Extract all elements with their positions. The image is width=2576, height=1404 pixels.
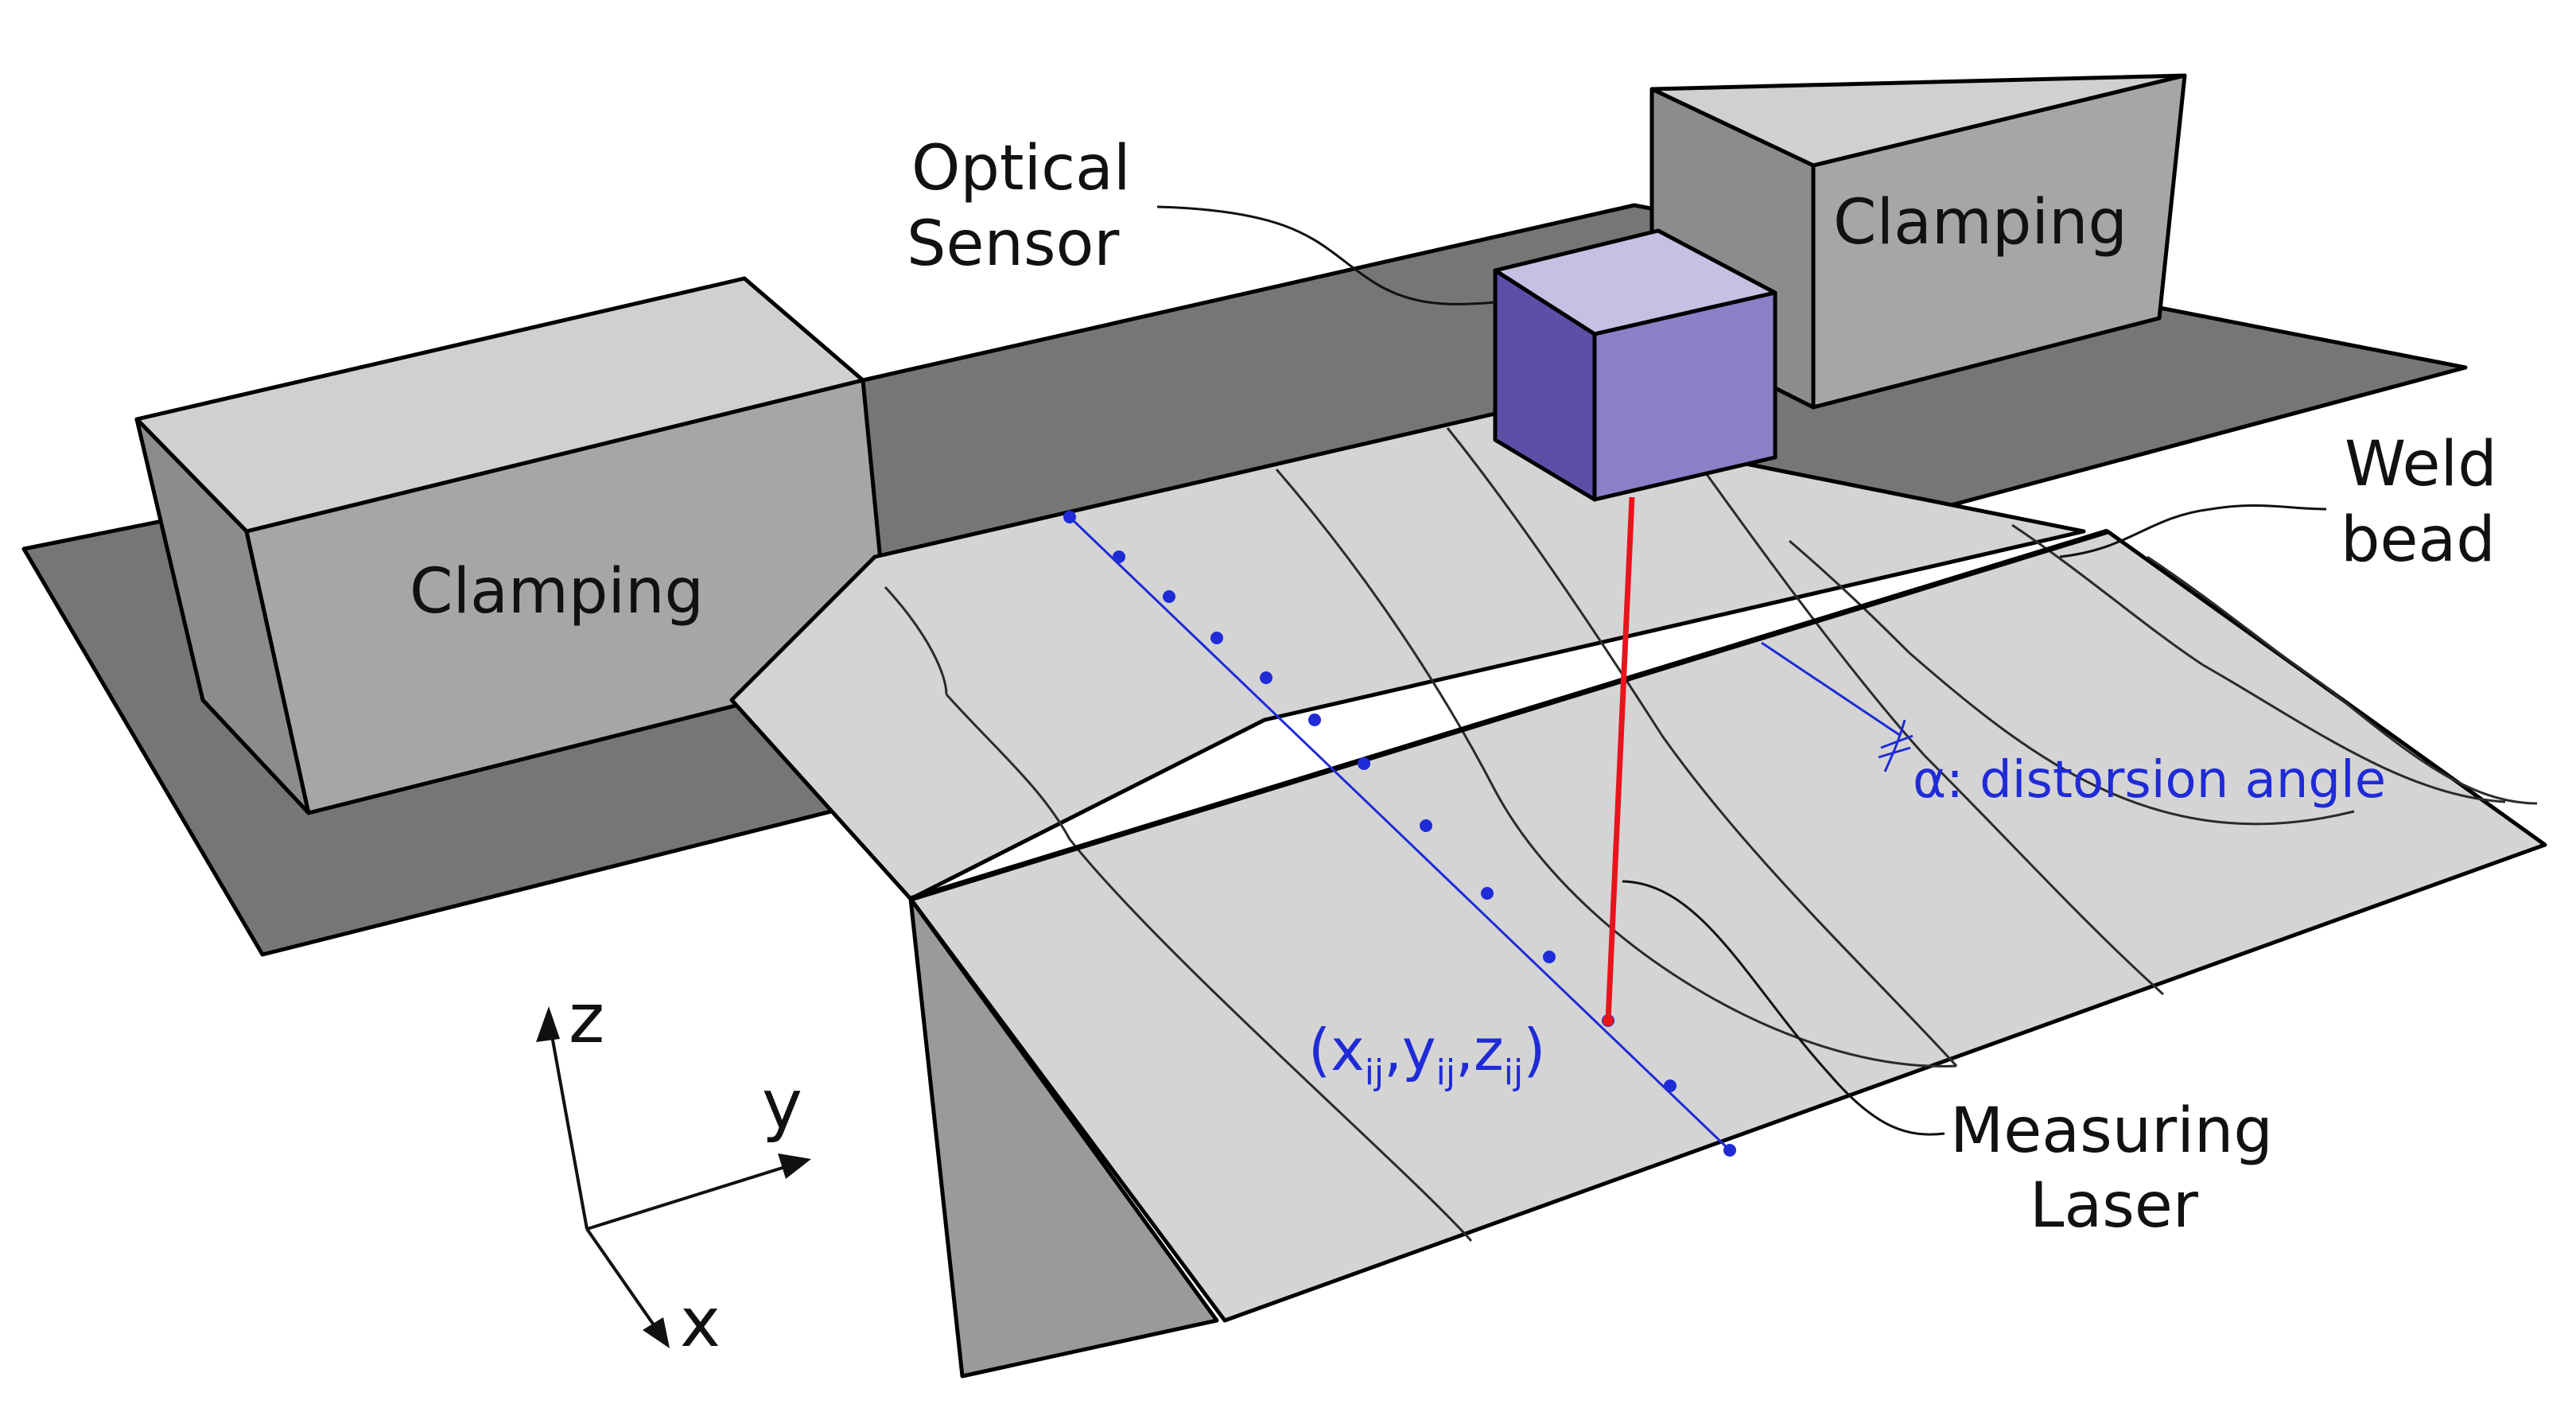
weld-bead-label-line2: bead [2341,504,2496,576]
x-axis-label: x [680,1283,721,1363]
optical-sensor-leader [1156,205,1496,305]
z-axis-label: z [569,979,604,1059]
plate-underside [908,896,1219,1379]
distortion-angle-marker [1761,641,1914,772]
clamping-block-left [134,276,893,815]
measurement-point [1063,511,1076,523]
z-axis-arrowhead [536,1006,560,1042]
optical-sensor-label-line2: Sensor [907,208,1120,280]
measurement-point [1664,1079,1677,1092]
point-coordinate-label: (xij,yij,zij) [1308,1017,1545,1093]
clamping-right-label: Clamping [1833,187,2127,259]
measuring-laser-label-line2: Laser [2030,1170,2199,1242]
measuring-laser-label-line1: Measuring [1950,1095,2273,1167]
measurement-point [1543,951,1556,963]
plate-grid-lines [884,427,2538,1242]
y-axis-label: y [762,1065,802,1145]
y-axis-arrowhead [778,1153,811,1179]
measurement-point [1163,590,1175,603]
weld-bead-leader [2059,504,2327,558]
measuring-laser [1605,496,1635,1021]
z-axis [547,1017,589,1230]
measurement-point [1210,632,1223,644]
leader-lines [1156,205,2327,1136]
optical-sensor-label-line1: Optical [911,133,1131,204]
measurement-point [1308,714,1321,726]
distortion-angle-label: α: distorsion angle [1913,751,2386,810]
x-axis [585,1227,663,1338]
measurement-point [1113,550,1125,563]
measurement-point [1420,819,1432,832]
measurement-point [1481,887,1494,900]
measurement-point [1358,757,1370,770]
optical-sensor-cube [1493,228,1778,502]
x-axis-arrowhead [643,1317,670,1348]
measurement-point [1723,1144,1736,1157]
measurement-line [1063,511,1736,1157]
laser-spot [1603,1015,1614,1026]
weld-bead-line [909,528,2109,902]
weld-bead-label-line1: Weld [2345,429,2497,500]
measuring-laser-leader [1622,880,1945,1136]
measurement-point [1260,671,1272,684]
coordinate-axes [536,1006,811,1348]
y-axis [586,1162,796,1231]
clamping-left-label: Clamping [410,556,704,628]
